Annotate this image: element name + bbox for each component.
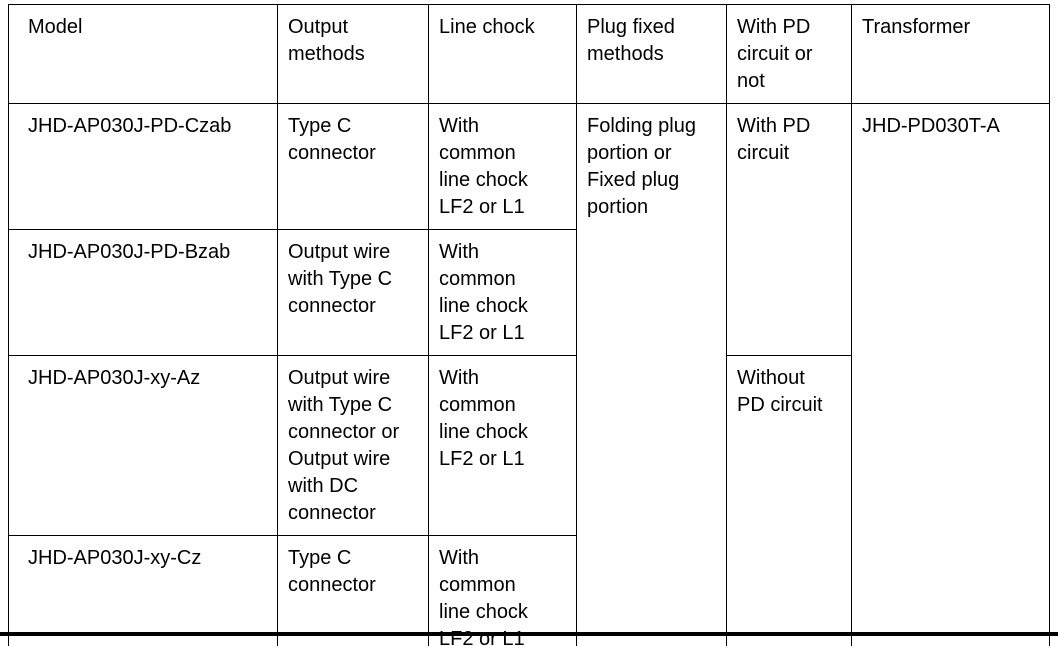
cell-output-method: Type C connector [277,103,429,230]
cell-output-method: Type C connector [277,535,429,646]
table-row: JHD-AP030J-PD-Bzab Output wire with Type… [8,229,1050,356]
header-output-methods: Output methods [277,4,429,104]
table-header-row: Model Output methods Line chock Plug fix… [8,4,1050,104]
cell-line-chock: With common line chock LF2 or L1 [428,103,577,230]
cell-output-method: Output wire with Type C connector or Out… [277,355,429,536]
cell-without-pd-circuit: Without PD circuit [726,355,852,646]
cell-model: JHD-AP030J-PD-Czab [8,103,278,230]
cell-line-chock: With common line chock LF2 or L1 [428,535,577,646]
header-model: Model [8,4,278,104]
header-pd-circuit-or-not: With PD circuit or not [726,4,852,104]
page-bottom-rule [0,632,1058,636]
table-row: JHD-AP030J-PD-Czab Type C connector With… [8,103,1050,646]
table-row: JHD-AP030J-xy-Az Output wire with Type C… [8,355,1050,646]
header-plug-fixed-methods: Plug fixed methods [576,4,727,104]
cell-transformer-model: JHD-PD030T-A [851,103,1050,646]
cell-line-chock: With common line chock LF2 or L1 [428,229,577,356]
transformer-spec-table: Model Output methods Line chock Plug fix… [8,4,1050,646]
cell-model: JHD-AP030J-xy-Az [8,355,278,536]
header-transformer: Transformer [851,4,1050,104]
cell-output-method: Output wire with Type C connector [277,229,429,356]
cell-with-pd-circuit: With PD circuit [726,103,852,356]
header-line-chock: Line chock [428,4,577,104]
cell-line-chock: With common line chock LF2 or L1 [428,355,577,536]
cell-plug-fixed-methods: Folding plug portion or Fixed plug porti… [576,103,727,646]
cell-model: JHD-AP030J-PD-Bzab [8,229,278,356]
cell-model: JHD-AP030J-xy-Cz [8,535,278,646]
